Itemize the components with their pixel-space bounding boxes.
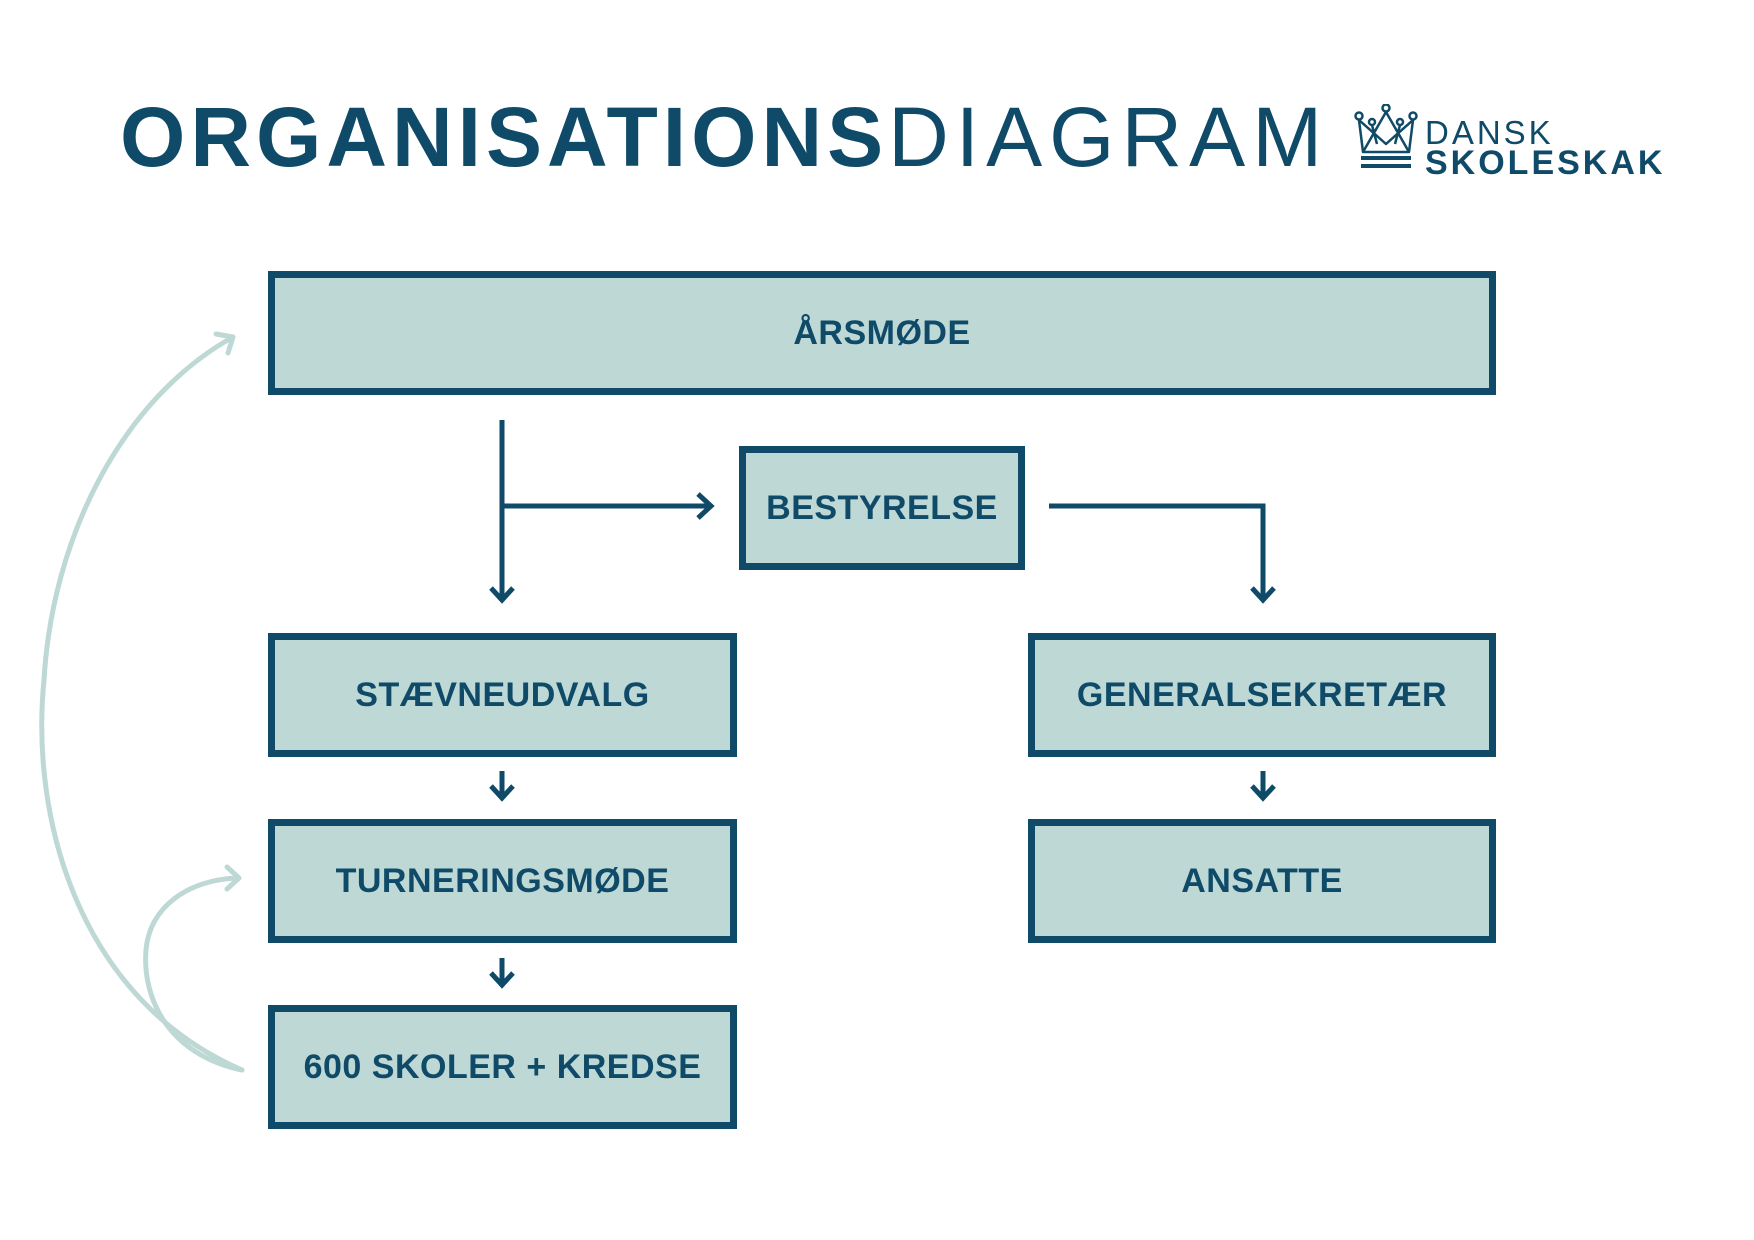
feedback-arrow-head-arsmode [213, 331, 236, 356]
page-title: ORGANISATIONSDIAGRAM [120, 95, 1329, 179]
node-turneringsmode: TURNERINGSMØDE [268, 819, 737, 943]
dansk-skoleskak-logo: DANSK SKOLESKAK [1353, 104, 1662, 184]
node-generalsekretaer: GENERALSEKRETÆR [1028, 633, 1496, 757]
feedback-arrow-skoler-to-turneringsmode [143, 875, 245, 1073]
feedback-arrow-head-turneringsmode [224, 864, 242, 892]
arrow-head-to-staevneudvalg [489, 586, 515, 604]
feedback-arrow-skoler-to-arsmode [39, 334, 245, 1073]
arrow-head-to-skoler [489, 971, 515, 989]
arrow-head-to-ansatte [1250, 784, 1276, 802]
node-skoler-kredse: 600 SKOLER + KREDSE [268, 1005, 737, 1129]
connector-bestyrelse-to-generalsekretaer [1049, 503, 1266, 600]
title-light: DIAGRAM [888, 90, 1330, 184]
arrow-head-to-turneringsmode [489, 784, 515, 802]
crown-icon [1354, 104, 1418, 168]
node-staevneudvalg: STÆVNEUDVALG [268, 633, 737, 757]
node-bestyrelse: BESTYRELSE [739, 446, 1025, 570]
node-ansatte: ANSATTE [1028, 819, 1496, 943]
arrow-head-to-generalsekretaer [1250, 586, 1276, 604]
logo-word-skoleskak: SKOLESKAK [1425, 144, 1666, 182]
node-arsmode: ÅRSMØDE [268, 271, 1496, 395]
logo-word-dansk: DANSK [1425, 114, 1554, 151]
arrow-head-to-bestyrelse [696, 492, 715, 520]
title-bold: ORGANISATIONS [120, 90, 889, 184]
